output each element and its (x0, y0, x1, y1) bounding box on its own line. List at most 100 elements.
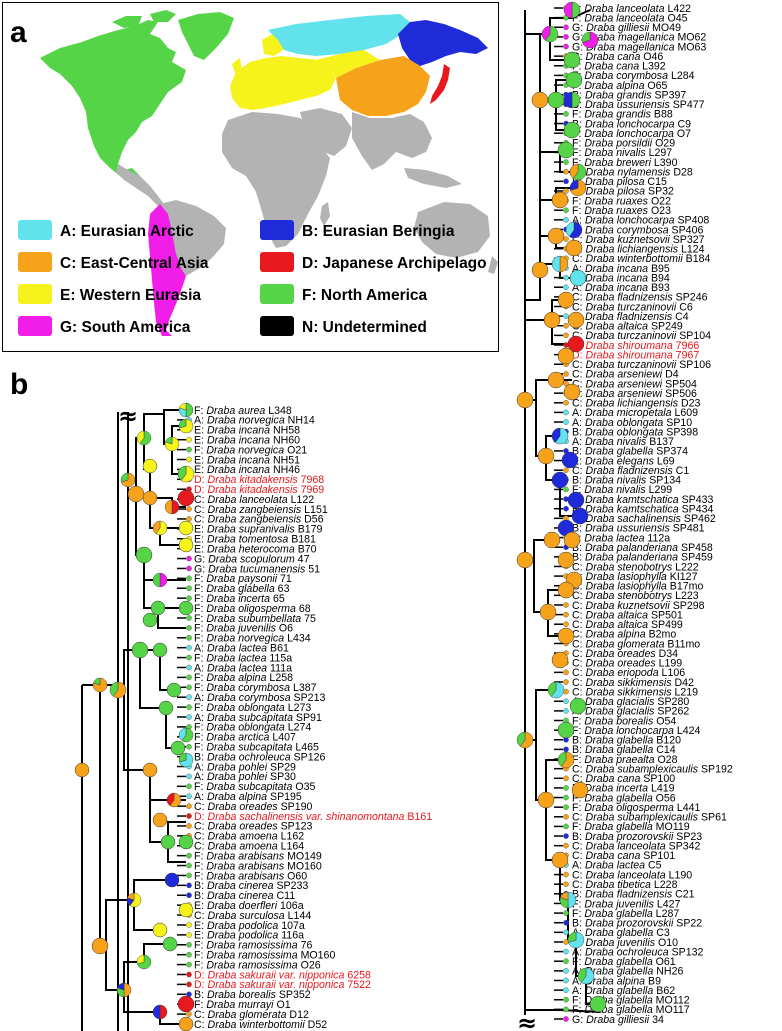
node-pie-slice (531, 261, 549, 279)
tip-label: B: Draba pilosa C15 (572, 176, 667, 188)
node-pie-slice (571, 781, 589, 799)
tip-area-dot (563, 168, 569, 175)
node-pie-slice (551, 681, 565, 699)
node-pie-slice (142, 490, 158, 506)
tip-label: C: Draba lasiophylla B17mo (572, 581, 703, 593)
tip-area-dot (563, 814, 569, 820)
tip-label: A: Draba glabella B62 (572, 985, 675, 997)
tip-label: A: Draba lactea 111a (194, 662, 292, 674)
tip-area-dot (563, 987, 569, 993)
node-pie (158, 700, 174, 716)
node-pie-slice (563, 531, 581, 549)
tip-label: C: Draba stenobotrys L222 (572, 561, 699, 573)
node-pie (537, 791, 555, 809)
tip-area-dot (186, 694, 192, 700)
tip-area-dot (563, 621, 569, 628)
tip-label: F: Draba corymbosa L387 (194, 682, 317, 694)
tip-label: C: Draba surculosa L144 (194, 910, 311, 922)
tip-label: E: Draba supranivalis B179 (194, 524, 323, 536)
tip-area-dot (186, 783, 192, 790)
tip-label: G: Draba gilliesii MO49 (572, 22, 681, 34)
node-pie (74, 762, 90, 778)
node-pie-slice (136, 430, 145, 444)
tip-label: B: Draba fladnizensis C21 (572, 889, 695, 901)
region-eurasian-arctic (268, 14, 410, 56)
node-pie-slice (569, 697, 587, 715)
tip-label: B: Draba prozorovskii SP23 (572, 831, 702, 843)
tip-area-dot (563, 274, 569, 281)
tip-area-dot (186, 743, 192, 750)
tip-label: E: Draba incana NH58 (194, 425, 300, 437)
node-pie-slice (557, 721, 575, 739)
node-pie-slice (91, 937, 109, 955)
node-pie (142, 490, 158, 506)
node-pie (116, 982, 132, 998)
node-pie-slice (581, 967, 595, 985)
node-pie (563, 51, 581, 69)
tip-area-dot (563, 399, 569, 406)
tip-label: F: Draba glabella O56 (572, 792, 676, 804)
node-pie-slice (551, 427, 561, 443)
tip-area-dot (186, 456, 192, 463)
tip-label: F: Draba lanceolata L422 (572, 3, 691, 15)
legend-label-f: F: North America (302, 287, 428, 304)
tip-label: C: Draba amoena L164 (194, 841, 304, 853)
tip-label: B: Draba glabella C14 (572, 744, 676, 756)
node-pie-slice (185, 402, 194, 418)
tip-area-dot (186, 862, 192, 869)
node-pie (563, 383, 581, 401)
tip-area-dot (563, 159, 569, 165)
node-pie (177, 995, 195, 1013)
node-pie-slice (567, 491, 585, 509)
tip-label: C: Draba lanceolata SP342 (572, 840, 701, 852)
node-pie (563, 531, 581, 549)
node-pie-slice (565, 239, 583, 257)
tip-label: C: Draba glomerata B11mo (572, 638, 700, 650)
node-pie (547, 227, 565, 245)
tip-area-dot (563, 910, 569, 916)
tip-label: B: Draba kamtschatica SP434 (572, 503, 713, 515)
tip-label: E: Draba elegans L69 (572, 455, 675, 467)
tip-area-dot (563, 284, 569, 291)
node-pie (557, 581, 575, 599)
tip-label: A: Draba lactea B61 (194, 642, 289, 654)
tip-label: F: Draba subcapitata O35 (194, 781, 315, 793)
node-pie-slice (127, 892, 135, 901)
tip-label: B: Draba nivalis SP134 (572, 475, 681, 487)
region-australia (414, 202, 490, 258)
node-pie-slice (166, 792, 175, 806)
node-pie-slice (139, 430, 152, 446)
tip-label: B: Draba ussuriensis SP481 (572, 523, 705, 535)
tip-area-dot (186, 803, 192, 809)
tip-label: F: Draba murrayi O1 (194, 999, 291, 1011)
node-pie (178, 752, 194, 768)
node-pie (551, 191, 569, 209)
tip-area-dot (186, 615, 192, 621)
tip-area-dot (563, 1016, 569, 1022)
tip-label: F: Draba subumbellata 75 (194, 613, 316, 625)
tip-area-dot (186, 684, 192, 691)
node-pie-slice (178, 752, 187, 763)
node-pie (152, 572, 168, 588)
tip-area-dot (186, 516, 192, 522)
tip-label: C: Draba oreades D34 (572, 648, 678, 660)
tip-label: C: Draba cana SP100 (572, 773, 675, 785)
tip-area-dot (186, 951, 192, 958)
node-pie-charts (74, 1, 607, 1031)
node-pie-slice (127, 485, 145, 503)
tip-area-dot (186, 892, 192, 899)
legend-swatch-n (260, 316, 294, 336)
node-pie (557, 751, 575, 769)
node-pie-slice (178, 520, 194, 536)
tip-area-dot (563, 746, 569, 753)
tip-label: C: Draba oreades SP190 (194, 801, 313, 813)
tip-label: F: Draba nivalis L299 (572, 484, 672, 496)
node-pie-slice (520, 731, 534, 749)
tip-area-dot (186, 852, 192, 859)
node-pie-slice (129, 892, 142, 908)
node-pie-slice (539, 603, 557, 621)
node-pie-slice (142, 612, 158, 628)
tip-area-dot (563, 842, 569, 849)
node-pie (547, 681, 565, 699)
